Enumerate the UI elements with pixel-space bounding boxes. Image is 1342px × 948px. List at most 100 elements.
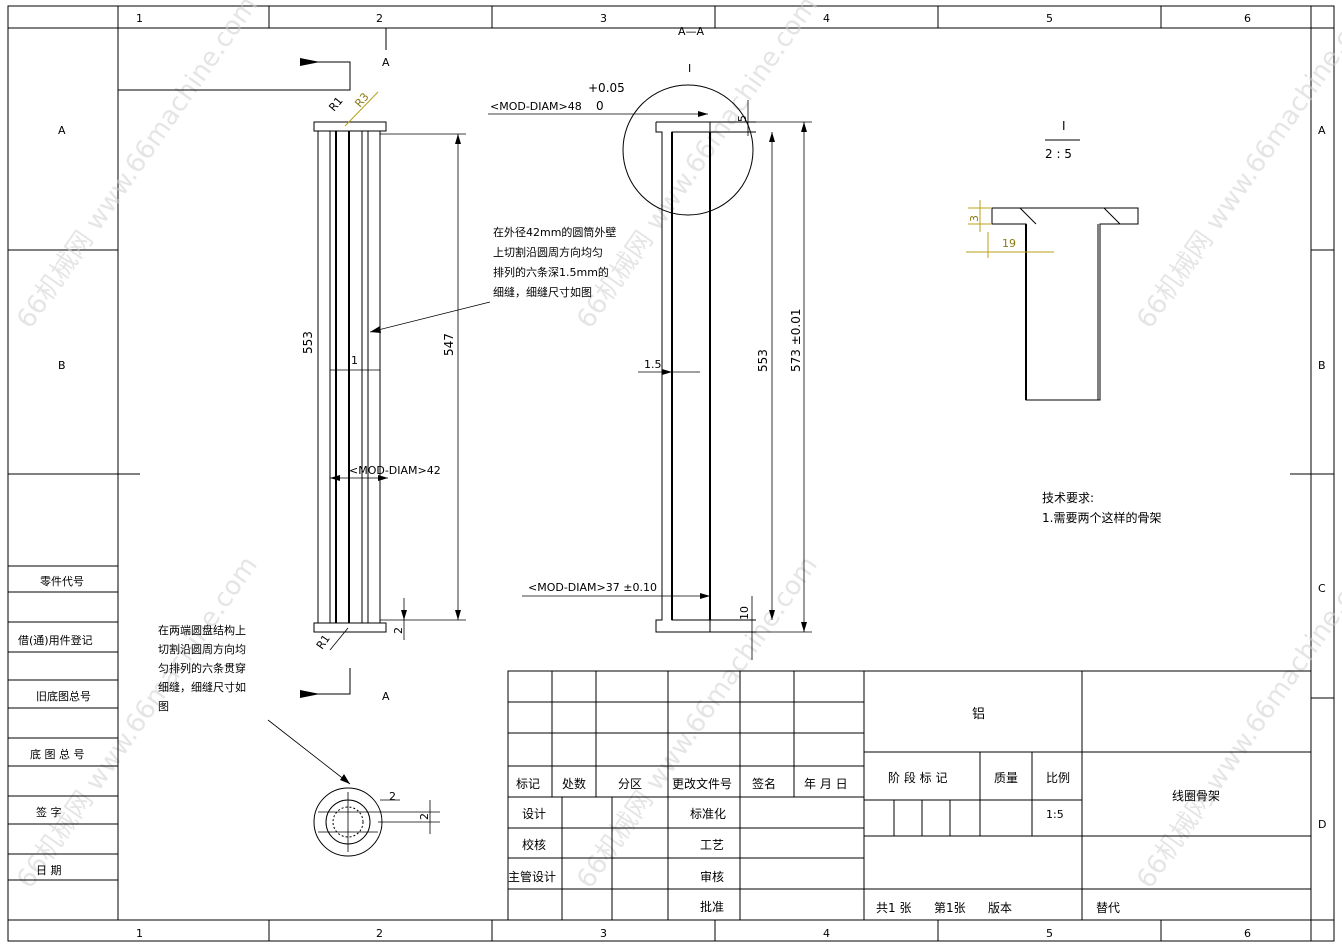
note-slits-line-1: 在外径42mm的圆筒外壁 xyxy=(493,225,616,239)
strip-date: 日 期 xyxy=(36,864,62,877)
detail-scale: 2 : 5 xyxy=(1045,147,1072,161)
stage-label: 阶 段 标 记 xyxy=(888,770,947,785)
detail-marker: I xyxy=(688,62,691,75)
tol-upper-48: +0.05 xyxy=(588,81,625,95)
role-approve: 批准 xyxy=(700,899,724,914)
end-note-line-1: 在两端圆盘结构上 xyxy=(158,623,246,637)
zone-col-5-bottom: 5 xyxy=(1046,927,1053,940)
material: 铝 xyxy=(972,707,985,722)
end-dim-2b: 2 xyxy=(418,813,431,820)
section-label: A—A xyxy=(678,25,705,38)
zone-row-b: B xyxy=(58,359,66,372)
dim-1: 1 xyxy=(351,354,358,367)
role-check: 校核 xyxy=(522,837,546,852)
left-strip: 零件代号 借(通)用件登记 旧底图总号 底 图 总 号 签 字 日 期 xyxy=(7,565,119,921)
watermarks: 66机械网 www.66machine.com 66机械网 www.66mach… xyxy=(11,0,1342,894)
zone-row-b-right: B xyxy=(1318,359,1326,372)
zone-labels: 1 2 3 4 5 6 1 2 3 4 5 6 A B A B C D xyxy=(58,12,1326,940)
end-note-line-3: 匀排列的六条贯穿 xyxy=(158,661,246,675)
part-name: 线圈骨架 xyxy=(1172,789,1220,803)
role-review: 审核 xyxy=(700,869,724,884)
watermark-1: 66机械网 www.66machine.com xyxy=(11,0,264,334)
end-note-line-4: 细缝，细缝尺寸如 xyxy=(158,680,246,694)
zone-col-5: 5 xyxy=(1046,12,1053,25)
strip-base-total: 底 图 总 号 xyxy=(30,747,85,761)
zone-row-a: A xyxy=(58,124,66,137)
zone-col-1: 1 xyxy=(136,12,143,25)
replaces: 替代 xyxy=(1096,901,1120,915)
note-slits-line-2: 上切割沿圆周方向均匀 xyxy=(493,245,603,259)
end-note-line-2: 切割沿圆周方向均 xyxy=(158,642,246,656)
dim-553-section: 553 xyxy=(756,349,770,372)
detail-dim-3: 3 xyxy=(968,215,981,222)
role-process: 工艺 xyxy=(700,838,724,852)
hdr-date: 年 月 日 xyxy=(804,777,848,791)
zone-row-a-right: A xyxy=(1318,124,1326,137)
hdr-mark: 标记 xyxy=(516,777,540,791)
title-block: 铝 标记 处数 分区 更改文件号 签名 年 月 日 设计 校核 主管设计 标准化… xyxy=(507,670,1312,921)
version: 版本 xyxy=(988,901,1012,915)
watermark-6: 66机械网 www.66machine.com xyxy=(1131,551,1342,894)
strip-part-code: 零件代号 xyxy=(40,575,84,588)
zone-col-2: 2 xyxy=(376,12,383,25)
mass-label: 质量 xyxy=(994,771,1018,785)
tech-req-title: 技术要求: xyxy=(1042,491,1094,505)
note-slits-line-3: 排列的六条深1.5mm的 xyxy=(493,265,609,279)
section-marker-bottom: A xyxy=(382,690,390,703)
zone-col-4-bottom: 4 xyxy=(823,927,830,940)
zone-col-6: 6 xyxy=(1244,12,1251,25)
strip-old-base: 旧底图总号 xyxy=(36,689,91,703)
zone-col-3: 3 xyxy=(600,12,607,25)
dim-553-left: 553 xyxy=(301,331,315,354)
zone-col-1-bottom: 1 xyxy=(136,927,143,940)
tol-lower-48: 0 xyxy=(596,99,604,113)
strip-borrowed: 借(通)用件登记 xyxy=(18,633,93,647)
end-view: 在两端圆盘结构上 切割沿圆周方向均 匀排列的六条贯穿 细缝，细缝尺寸如 图 2 … xyxy=(158,623,440,857)
detail-view: I 2 : 5 3 19 xyxy=(966,119,1139,401)
radius-r1: R1 xyxy=(314,632,333,651)
dim-547: 547 xyxy=(442,333,456,356)
note-slits-line-4: 细缝，细缝尺寸如图 xyxy=(493,285,592,299)
scale-value: 1:5 xyxy=(1046,808,1064,821)
zone-col-4: 4 xyxy=(823,12,830,25)
dim-1-5: 1.5 xyxy=(644,358,662,371)
hdr-count: 处数 xyxy=(562,776,586,791)
role-chief: 主管设计 xyxy=(508,869,556,884)
strip-signature: 签 字 xyxy=(36,805,62,819)
scale-label: 比例 xyxy=(1046,771,1070,785)
section-marker-top: A xyxy=(382,56,390,69)
role-design: 设计 xyxy=(522,807,546,821)
diameter-37: <MOD-DIAM>37 ±0.10 xyxy=(528,581,657,594)
zone-row-c-right: C xyxy=(1318,582,1326,595)
dim-10: 10 xyxy=(738,606,751,620)
tech-req-item: 1.需要两个这样的骨架 xyxy=(1042,510,1161,525)
dim-2-bottom: 2 xyxy=(392,627,405,634)
svg-text:R1: R1 xyxy=(326,94,345,114)
detail-dim-19: 19 xyxy=(1002,237,1016,250)
role-standard: 标准化 xyxy=(690,807,726,821)
diameter-48: <MOD-DIAM>48 xyxy=(490,100,582,113)
zone-row-d-right: D xyxy=(1318,818,1326,831)
section-view: I <MOD-DIAM>48 +0.05 0 5 1.5 553 573 ±0.… xyxy=(488,62,812,660)
dim-5: 5 xyxy=(736,115,749,122)
detail-label: I xyxy=(1062,119,1066,133)
sheet-no: 第1张 xyxy=(934,901,966,915)
sheets-total: 共1 张 xyxy=(876,901,911,915)
radius-r3: R3 xyxy=(352,90,371,110)
zone-col-2-bottom: 2 xyxy=(376,927,383,940)
end-dim-2a: 2 xyxy=(389,790,396,803)
watermark-3: 66机械网 www.66machine.com xyxy=(1131,0,1342,334)
cutting-plane-bottom: A xyxy=(300,668,390,703)
hdr-zone: 分区 xyxy=(618,777,642,791)
left-view: R3 R1 553 547 1 <MOD-DIAM>42 在外径42mm的圆筒外… xyxy=(301,90,616,651)
hdr-sign: 签名 xyxy=(752,776,776,791)
zone-col-3-bottom: 3 xyxy=(600,927,607,940)
watermark-4: 66机械网 www.66machine.com xyxy=(11,551,264,894)
watermark-2: 66机械网 www.66machine.com xyxy=(571,0,824,334)
end-note-line-5: 图 xyxy=(158,700,169,713)
tech-requirements: 技术要求: 1.需要两个这样的骨架 xyxy=(1042,491,1161,525)
hdr-change-doc: 更改文件号 xyxy=(672,776,732,791)
zone-col-6-bottom: 6 xyxy=(1244,927,1251,940)
dim-573: 573 ±0.01 xyxy=(789,309,803,373)
